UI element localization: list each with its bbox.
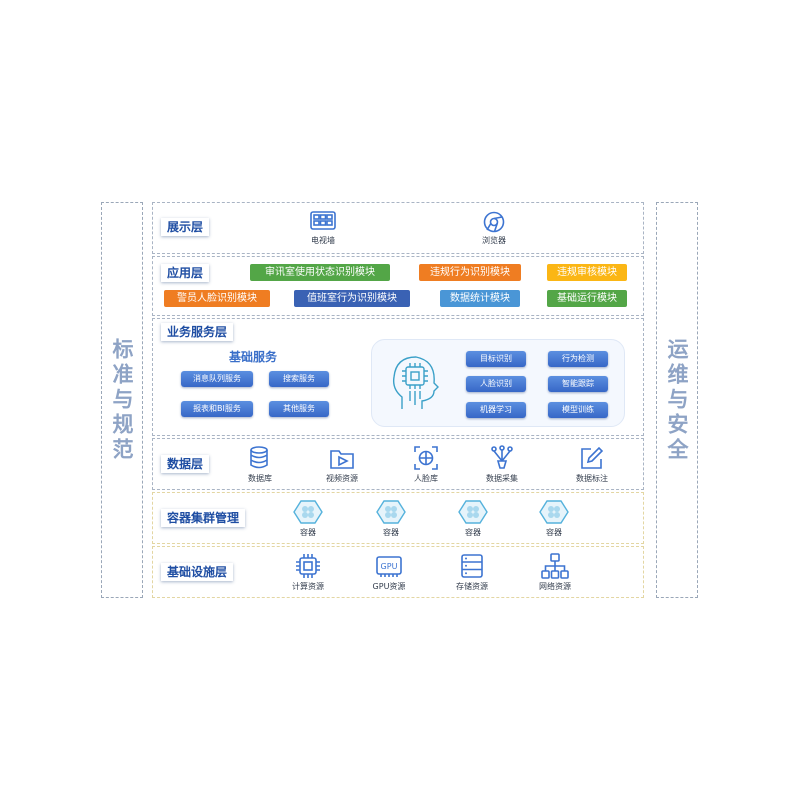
gpu-icon: GPU bbox=[376, 556, 402, 577]
standards-label: 标准与规范 bbox=[110, 337, 134, 463]
container-hexagon-icon bbox=[458, 500, 488, 524]
container-label-2: 容器 bbox=[383, 528, 399, 537]
gpu-resource-item[interactable]: GPU GPU资源 bbox=[354, 553, 424, 592]
container-item-1[interactable]: 容器 bbox=[273, 499, 343, 538]
gpu-resource-label: GPU资源 bbox=[372, 582, 406, 591]
face-recognition-service[interactable]: 人脸识别 bbox=[466, 376, 526, 392]
data-statistics-module[interactable]: 数据统计模块 bbox=[440, 290, 520, 307]
report-bi-service[interactable]: 报表和BI服务 bbox=[181, 401, 253, 417]
police-face-module[interactable]: 警员人脸识别模块 bbox=[164, 290, 270, 307]
other-service[interactable]: 其他服务 bbox=[269, 401, 329, 417]
business-service-layer: 业务服务层 基础服务 消息队列服务 搜索服务 报表和BI服务 其他服务 目标识别… bbox=[152, 318, 644, 436]
database-item[interactable]: 数据库 bbox=[225, 445, 295, 484]
operations-security-sidebar: 运维与安全 bbox=[656, 202, 698, 598]
interrogation-status-module[interactable]: 审讯室使用状态识别模块 bbox=[250, 264, 390, 281]
network-resource-label: 网络资源 bbox=[539, 582, 571, 591]
container-cluster-layer: 容器集群管理 容器 容器 容器 容器 bbox=[152, 492, 644, 544]
data-collection-item[interactable]: 数据采集 bbox=[467, 445, 537, 484]
violation-review-module[interactable]: 违规审核模块 bbox=[547, 264, 627, 281]
face-scan-icon bbox=[414, 446, 438, 470]
search-service[interactable]: 搜索服务 bbox=[269, 371, 329, 387]
standards-sidebar: 标准与规范 bbox=[101, 202, 143, 598]
video-folder-icon bbox=[330, 450, 354, 469]
video-wall-label: 电视墙 bbox=[311, 236, 335, 245]
application-layer-title: 应用层 bbox=[161, 264, 210, 282]
container-label-4: 容器 bbox=[546, 528, 562, 537]
cpu-icon bbox=[296, 554, 320, 578]
data-annotation-item[interactable]: 数据标注 bbox=[557, 445, 627, 484]
data-layer-title: 数据层 bbox=[161, 455, 210, 473]
application-layer: 应用层 审讯室使用状态识别模块 违规行为识别模块 违规审核模块 警员人脸识别模块… bbox=[152, 256, 644, 316]
smart-tracking-service[interactable]: 智能跟踪 bbox=[548, 376, 608, 392]
behavior-detection-service[interactable]: 行为检测 bbox=[548, 351, 608, 367]
business-layer-title: 业务服务层 bbox=[161, 323, 234, 341]
storage-icon bbox=[461, 554, 483, 578]
face-library-label: 人脸库 bbox=[414, 474, 438, 483]
network-resource-item[interactable]: 网络资源 bbox=[520, 553, 590, 592]
container-hexagon-icon bbox=[539, 500, 569, 524]
display-layer-title: 展示层 bbox=[161, 218, 210, 236]
video-wall-item[interactable]: 电视墙 bbox=[288, 211, 358, 246]
ai-services-panel: 目标识别 行为检测 人脸识别 智能跟踪 机器学习 模型训练 bbox=[371, 339, 625, 427]
data-layer: 数据层 数据库 视频资源 人脸库 数据采集 bbox=[152, 438, 644, 490]
compute-resource-item[interactable]: 计算资源 bbox=[273, 553, 343, 592]
container-hexagon-icon bbox=[376, 500, 406, 524]
data-collection-label: 数据采集 bbox=[486, 474, 518, 483]
data-annotation-label: 数据标注 bbox=[576, 474, 608, 483]
storage-resource-label: 存储资源 bbox=[456, 582, 488, 591]
container-hexagon-icon bbox=[293, 500, 323, 524]
annotation-icon bbox=[581, 446, 604, 469]
video-wall-icon bbox=[310, 211, 336, 230]
container-layer-title: 容器集群管理 bbox=[161, 509, 246, 527]
duty-room-behavior-module[interactable]: 值班室行为识别模块 bbox=[294, 290, 410, 307]
container-label-3: 容器 bbox=[465, 528, 481, 537]
display-layer: 展示层 电视墙 浏览器 bbox=[152, 202, 644, 254]
browser-icon bbox=[483, 211, 505, 233]
video-resource-item[interactable]: 视频资源 bbox=[307, 445, 377, 484]
ai-head-icon bbox=[392, 356, 439, 409]
video-resource-label: 视频资源 bbox=[326, 474, 358, 483]
browser-label: 浏览器 bbox=[482, 236, 506, 245]
message-queue-service[interactable]: 消息队列服务 bbox=[181, 371, 253, 387]
infrastructure-layer-title: 基础设施层 bbox=[161, 563, 234, 581]
violation-recognition-module[interactable]: 违规行为识别模块 bbox=[419, 264, 521, 281]
compute-resource-label: 计算资源 bbox=[292, 582, 324, 591]
container-label-1: 容器 bbox=[300, 528, 316, 537]
container-item-2[interactable]: 容器 bbox=[356, 499, 426, 538]
storage-resource-item[interactable]: 存储资源 bbox=[437, 553, 507, 592]
container-item-3[interactable]: 容器 bbox=[438, 499, 508, 538]
database-icon bbox=[250, 446, 268, 469]
operations-security-label: 运维与安全 bbox=[665, 337, 689, 463]
machine-learning-service[interactable]: 机器学习 bbox=[466, 402, 526, 418]
infrastructure-layer: 基础设施层 计算资源 GPU GPU资源 存储资源 bbox=[152, 546, 644, 598]
model-training-service[interactable]: 模型训练 bbox=[548, 402, 608, 418]
database-label: 数据库 bbox=[248, 474, 272, 483]
basic-services-title: 基础服务 bbox=[229, 350, 278, 364]
container-item-4[interactable]: 容器 bbox=[519, 499, 589, 538]
gpu-chip-text: GPU bbox=[381, 562, 398, 571]
basic-operation-module[interactable]: 基础运行模块 bbox=[547, 290, 627, 307]
face-library-item[interactable]: 人脸库 bbox=[391, 445, 461, 484]
data-collection-icon bbox=[491, 445, 513, 469]
network-icon bbox=[541, 553, 569, 579]
browser-item[interactable]: 浏览器 bbox=[459, 211, 529, 246]
target-recognition-service[interactable]: 目标识别 bbox=[466, 351, 526, 367]
